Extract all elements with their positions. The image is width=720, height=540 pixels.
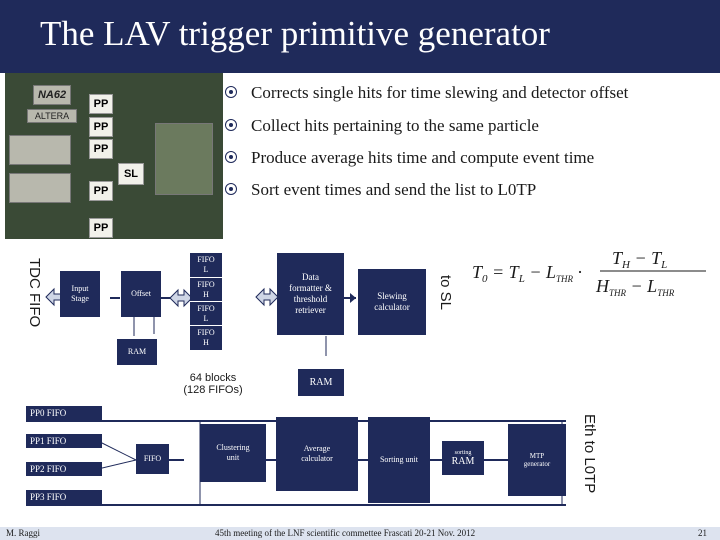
bullet-text: Produce average hits time and compute ev… bbox=[251, 148, 595, 167]
bullet-text: Collect hits pertaining to the same part… bbox=[251, 116, 539, 135]
fifo-h-block: FIFO H bbox=[190, 277, 222, 302]
top-diagram-lines bbox=[45, 287, 356, 356]
footer-event: 45th meeting of the LNF scientific comme… bbox=[215, 528, 476, 538]
bullet-text: Corrects single hits for time slewing an… bbox=[251, 83, 629, 102]
pp-chip-label: PP bbox=[89, 218, 113, 238]
altera-chip: ALTERA bbox=[27, 109, 77, 123]
bullet-text: Sort event times and send the list to L0… bbox=[251, 180, 537, 199]
to-sl-label: to SL bbox=[437, 275, 454, 311]
connector bbox=[9, 173, 71, 203]
pp1-fifo: PP1 FIFO bbox=[26, 434, 102, 448]
pp-chip-label: PP bbox=[89, 117, 113, 137]
title-bar bbox=[0, 0, 720, 73]
eth-to-l0tp-label: Eth to L0TP bbox=[581, 414, 598, 494]
average-calculator-block: Average calculator bbox=[276, 417, 358, 491]
input-stage-block: Input Stage bbox=[60, 271, 100, 317]
offset-block: Offset bbox=[121, 271, 161, 317]
connector bbox=[9, 135, 71, 165]
svg-text:HTHR − LTHR: HTHR − LTHR bbox=[595, 276, 675, 298]
clustering-unit-block: Clustering unit bbox=[200, 424, 266, 482]
sorting-unit-block: Sorting unit bbox=[368, 417, 430, 503]
footer-author: M. Raggi bbox=[6, 528, 41, 538]
pp-chip-label: PP bbox=[89, 94, 113, 114]
bullet-icon bbox=[225, 119, 237, 131]
data-formatter-block: Data formatter & threshold retriever bbox=[277, 253, 344, 335]
board-region bbox=[155, 123, 213, 195]
fifo-block: FIFO bbox=[136, 444, 169, 474]
bus-line bbox=[26, 504, 566, 506]
board-photo: PP NA62 PP ALTERA PP PP SL PP bbox=[5, 73, 223, 239]
pp3-fifo: PP3 FIFO bbox=[26, 490, 102, 504]
pp-chip-label: PP bbox=[89, 139, 113, 159]
slewing-calculator-block: Slewing calculator bbox=[358, 269, 426, 335]
pp0-fifo: PP0 FIFO bbox=[26, 406, 102, 420]
svg-text:T0 = TL − LTHR ·: T0 = TL − LTHR · bbox=[472, 262, 582, 285]
sl-chip-label: SL bbox=[118, 163, 144, 185]
formula: T0 = TL − LTHR · TH − TL HTHR − LTHR bbox=[472, 248, 706, 298]
sorting-ram-label: RAM bbox=[451, 455, 475, 467]
pp2-fifo: PP2 FIFO bbox=[26, 462, 102, 476]
bullet-icon bbox=[225, 183, 237, 195]
bullet-icon bbox=[225, 86, 237, 98]
ram-block: RAM bbox=[298, 369, 344, 396]
blocks-caption: 64 blocks (128 FIFOs) bbox=[183, 372, 243, 396]
fifo-h-block: FIFO H bbox=[190, 325, 222, 350]
ram-left-block: RAM bbox=[117, 339, 157, 365]
mtp-generator-block: MTP generator bbox=[508, 424, 566, 496]
bullet-icon bbox=[225, 151, 237, 163]
fifo-l-block: FIFO L bbox=[190, 253, 222, 277]
pp-chip-label: PP bbox=[89, 181, 113, 201]
tdc-fifo-label: TDC FIFO bbox=[26, 258, 43, 328]
slide-title: The LAV trigger primitive generator bbox=[40, 14, 550, 53]
svg-text:TH − TL: TH − TL bbox=[612, 248, 667, 271]
sorting-ram-caption: sorting bbox=[454, 449, 472, 456]
fifo-l-block: FIFO L bbox=[190, 301, 222, 326]
page-number: 21 bbox=[698, 528, 707, 538]
nag2-logo: NA62 bbox=[33, 85, 71, 105]
footer-bar bbox=[0, 527, 720, 540]
sorting-ram-block: sorting RAM bbox=[442, 441, 484, 475]
